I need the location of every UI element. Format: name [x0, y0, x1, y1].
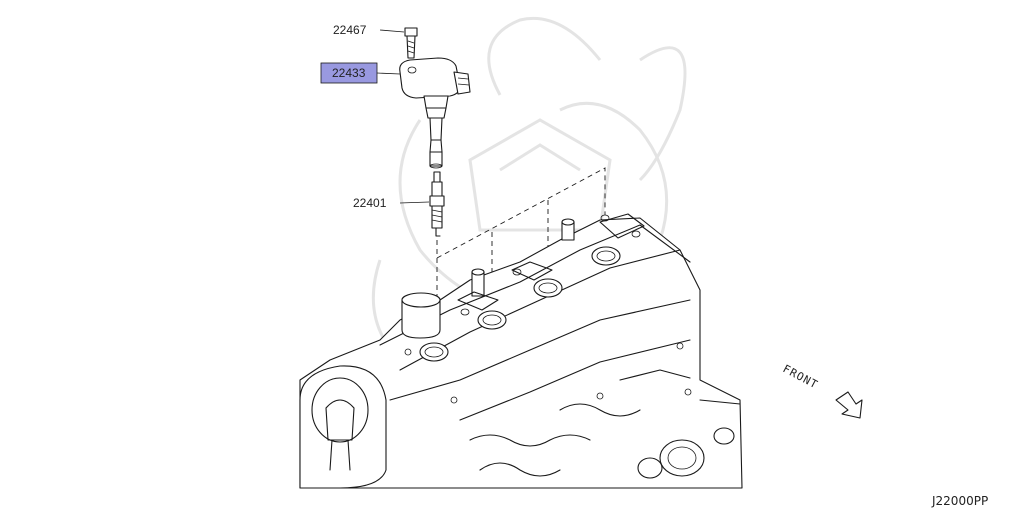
callout-label: 22433 — [332, 66, 366, 80]
callout-leader — [399, 201, 430, 204]
callout-22401[interactable]: 22401 — [353, 196, 430, 210]
front-indicator: FRONT — [781, 362, 863, 419]
callout-22467[interactable]: 22467 — [333, 23, 405, 37]
ignition-coil — [399, 57, 471, 169]
callout-22433[interactable]: 22433 — [320, 62, 401, 84]
spark-plug — [429, 171, 445, 237]
callout-leader — [379, 29, 405, 33]
callout-label: 22401 — [353, 196, 387, 210]
callout-label: 22467 — [333, 23, 367, 37]
callout-leader — [376, 72, 401, 75]
coil-bolt — [404, 27, 418, 59]
engine-cylinder-head — [299, 213, 743, 489]
drawing-code: J22000PP — [931, 494, 988, 508]
front-arrow-icon — [835, 391, 863, 419]
front-label: FRONT — [781, 362, 821, 391]
